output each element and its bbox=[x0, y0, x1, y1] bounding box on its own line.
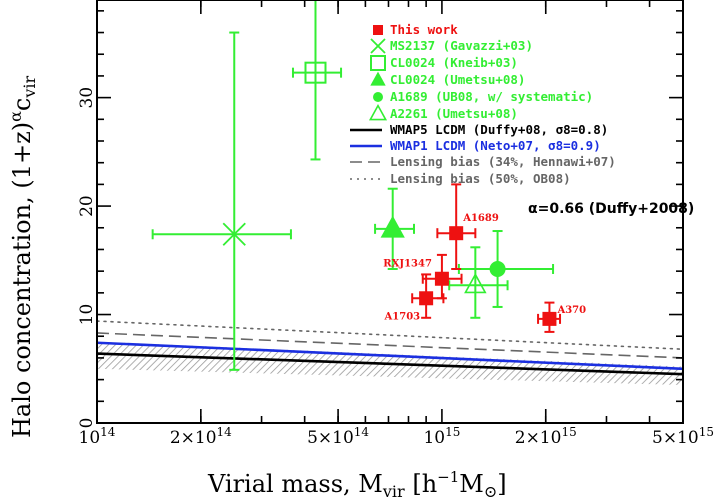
point-this-work-a370: A370 bbox=[537, 301, 586, 333]
x-tick-label: 1015 bbox=[423, 425, 460, 448]
legend-marker-a2261-umetsu-08 bbox=[368, 103, 388, 121]
model-line-lensing-bias-34-hennawi-07 bbox=[97, 332, 683, 359]
point-cl0024-umetsu-08-0-marker bbox=[380, 215, 405, 238]
point-cl0024-umetsu-08-0 bbox=[374, 187, 416, 270]
legend-label-cl0024-umetsu-08: CL0024 (Umetsu+08) bbox=[390, 72, 525, 87]
point-label-rxj1347: RXJ1347 bbox=[383, 259, 432, 270]
y-tick-label: 30 bbox=[77, 87, 97, 109]
legend-label-ms2137-gavazzi-03: MS2137 (Gavazzi+03) bbox=[390, 38, 533, 53]
point-ms2137-gavazzi-03-0-marker-stroke-b bbox=[222, 222, 246, 246]
point-this-work-a1703-marker bbox=[419, 291, 434, 306]
point-this-work-a1689: A1689 bbox=[436, 183, 499, 270]
legend-marker-this-work bbox=[373, 25, 383, 35]
legend-label-lensing-bias-34-hennawi-07: Lensing bias (34%, Hennawi+07) bbox=[390, 154, 616, 169]
legend-marker-a1689-ub08-w-systematic bbox=[373, 92, 383, 102]
point-a2261-umetsu-08-0-marker bbox=[464, 272, 487, 294]
y-tick-label: 10 bbox=[77, 304, 97, 326]
axis-ticks: 1014 2×1014 5×1014 1015 2×1015 5×1015 0 10 20 30 bbox=[77, 0, 714, 448]
point-a1689-ub08-w-systematic-0 bbox=[457, 230, 555, 308]
legend-label-wmap5-lcdm-duffy-08-8-0-8: WMAP5 LCDM (Duffy+08, σ8=0.8) bbox=[390, 122, 608, 137]
model-line-wmap5-lcdm-duffy-08-8-0-8 bbox=[97, 352, 683, 376]
point-this-work-a370-marker bbox=[542, 311, 557, 326]
point-cl0024-kneib-03-0-marker bbox=[304, 61, 327, 84]
x-tick-label: 5×1015 bbox=[652, 425, 714, 448]
legend-label-a1689-ub08-w-systematic: A1689 (UB08, w/ systematic) bbox=[390, 89, 593, 104]
point-this-work-a1703: A1703 bbox=[384, 273, 445, 322]
legend-label-this-work: This work bbox=[390, 22, 458, 37]
point-this-work-a1689-marker bbox=[449, 226, 464, 241]
legend-marker-cl0024-umetsu-08 bbox=[370, 71, 386, 86]
legend-label-cl0024-kneib-03: CL0024 (Kneib+03) bbox=[390, 55, 518, 70]
model-line-lensing-bias-50-ob08 bbox=[97, 320, 683, 351]
point-label-a1689: A1689 bbox=[462, 213, 499, 224]
point-label-a370: A370 bbox=[556, 305, 586, 316]
legend-marker-ms2137-gavazzi-03-stroke-b bbox=[370, 38, 386, 54]
point-label-a1703: A1703 bbox=[384, 311, 421, 322]
legend-marker-cl0024-kneib-03 bbox=[370, 55, 386, 71]
legend-marker-ms2137-gavazzi-03 bbox=[370, 38, 386, 54]
legend-label-lensing-bias-50-ob08: Lensing bias (50%, OB08) bbox=[390, 171, 571, 186]
y-axis-title: Halo concentration, (1+z)αcvir bbox=[6, 75, 39, 438]
point-cl0024-kneib-03-0 bbox=[291, 0, 343, 161]
y-tick-label: 0 bbox=[77, 418, 97, 429]
point-this-work-rxj1347: RXJ1347 bbox=[383, 253, 463, 300]
legend-label-a2261-umetsu-08: A2261 (Umetsu+08) bbox=[390, 106, 518, 121]
x-tick-label: 5×1014 bbox=[307, 425, 369, 448]
legend-label-wmap1-lcdm-neto-07-8-0-9: WMAP1 LCDM (Neto+07, σ8=0.9) bbox=[390, 138, 601, 153]
point-ms2137-gavazzi-03-0-marker bbox=[222, 222, 246, 246]
alpha-annotation: α=0.66 (Duffy+2008) bbox=[528, 201, 694, 217]
model-lines bbox=[97, 320, 683, 376]
point-ms2137-gavazzi-03-0 bbox=[151, 31, 292, 371]
x-axis-title: Virial mass, Mvir [h−1M⊙] bbox=[207, 468, 507, 501]
point-a1689-ub08-w-systematic-0-marker bbox=[489, 260, 506, 277]
point-this-work-rxj1347-marker bbox=[434, 271, 449, 286]
x-tick-label: 1014 bbox=[79, 425, 116, 448]
y-tick-label: 20 bbox=[77, 195, 97, 217]
x-tick-label: 2×1015 bbox=[515, 425, 577, 448]
plot-frame bbox=[96, 0, 684, 424]
model-line-wmap1-lcdm-neto-07-8-0-9 bbox=[97, 341, 683, 371]
x-tick-label: 2×1014 bbox=[170, 425, 232, 448]
